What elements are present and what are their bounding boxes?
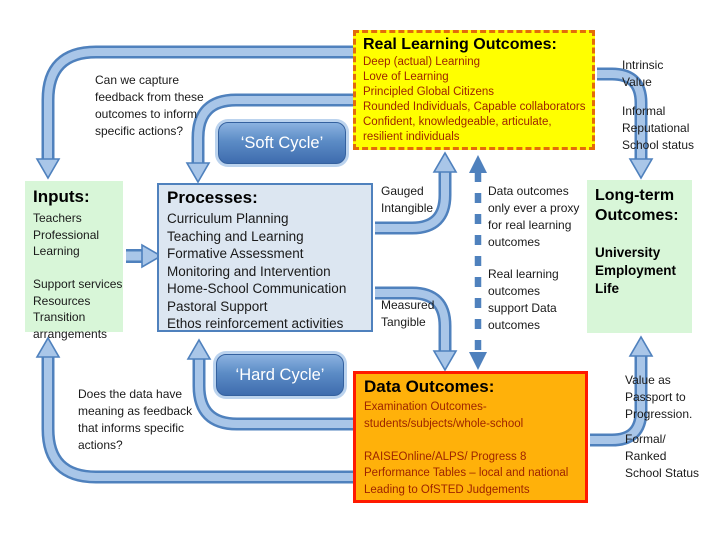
- text-line: for real learning: [488, 218, 572, 232]
- long-term-outcomes-title: Long-term Outcomes:: [595, 187, 679, 224]
- text-line: Learning: [33, 244, 80, 258]
- text-line: Principled Global Citizens: [363, 86, 495, 98]
- text-line: Transition: [33, 310, 86, 324]
- text-line: School Status: [625, 466, 700, 480]
- text-line: Can we capture: [95, 73, 180, 87]
- text-line: RAISEOnline/ALPS/ Progress 8: [364, 450, 527, 463]
- text-line: Examination Outcomes-: [364, 401, 487, 413]
- text-line: Leading to OfSTED Judgements: [364, 483, 530, 496]
- text-line: University: [595, 245, 661, 260]
- text-line: Ranked: [625, 449, 667, 463]
- text-line: [364, 432, 577, 449]
- data-outcomes-title: Data Outcomes:: [364, 377, 495, 396]
- text-line: Value: [622, 75, 652, 89]
- text-line: Measured: [381, 298, 435, 312]
- arrow-processes-to-data: [375, 286, 458, 372]
- text-line: support Data: [488, 301, 557, 315]
- text-line: arrangements: [33, 326, 108, 341]
- text-line: Curriculum Planning: [167, 211, 289, 226]
- text-line: outcomes to inform: [95, 107, 198, 121]
- real-learning-outcomes-title: Real Learning Outcomes:: [363, 36, 557, 53]
- annotation-data-meaning: Does the data have meaning as feedback tha…: [78, 386, 192, 454]
- data-outcomes-body: Examination Outcomes-students/subjects/w…: [364, 399, 577, 498]
- text-line: Does the data have: [78, 387, 183, 401]
- text-line: Employment: [595, 263, 677, 278]
- text-line: Resources: [33, 293, 91, 308]
- text-line: Teaching and Learning: [167, 228, 304, 244]
- text-line: meaning as feedback: [78, 404, 193, 418]
- text-line: students/subjects/whole-school: [364, 417, 524, 430]
- soft-cycle-label: ‘Soft Cycle’: [218, 122, 346, 164]
- text-line: Gauged: [381, 184, 424, 198]
- text-line: actions?: [78, 438, 123, 452]
- arrow-data-to-inputs: [35, 336, 356, 484]
- processes-title: Processes:: [167, 188, 258, 207]
- text-line: School status: [622, 138, 695, 152]
- text-line: Reputational: [622, 121, 690, 135]
- real-learning-outcomes-box: Real Learning Outcomes: Deep (actual) Le…: [353, 30, 595, 150]
- text-line: Real learning: [488, 267, 559, 281]
- text-line: Rounded Individuals, Capable collaborato…: [363, 101, 586, 113]
- text-line: Home-School Communication: [167, 281, 347, 296]
- text-line: Intrinsic: [622, 58, 664, 72]
- hard-cycle-label: ‘Hard Cycle’: [216, 354, 344, 396]
- text-line: Passport to: [625, 390, 686, 404]
- text-line: Data outcomes: [488, 184, 569, 198]
- text-line: Informal: [622, 104, 666, 118]
- text-line: Deep (actual) Learning: [363, 56, 480, 68]
- arrow-data-to-longterm: [590, 335, 654, 447]
- text-line: specific actions?: [95, 124, 184, 138]
- text-line: Confident, knowledgeable, articulate,: [363, 116, 552, 128]
- annotation-value-passport: Value as Passport to Progression.: [625, 372, 692, 423]
- text-line: outcomes: [488, 235, 541, 249]
- text-line: resilient individuals: [363, 131, 460, 143]
- text-line: Progression.: [625, 407, 693, 421]
- arrow-processes-to-outcomes: [375, 151, 458, 235]
- text-line: Value as: [625, 373, 671, 387]
- arrow-inputs-to-processes: [126, 243, 163, 269]
- text-line: Intangible: [381, 201, 434, 215]
- annotation-data-proxy: Data outcomes only ever a proxy for real l…: [488, 183, 579, 251]
- data-outcomes-box: Data Outcomes: Examination Outcomes-stud…: [353, 371, 588, 503]
- arrow-outcomes-to-longterm: [597, 67, 654, 180]
- text-line: Love of Learning: [363, 71, 449, 83]
- text-line: Formative Assessment: [167, 246, 304, 261]
- text-line: feedback from these: [95, 90, 204, 104]
- text-line: that informs specific: [78, 421, 185, 435]
- text-line: Teachers: [33, 211, 82, 225]
- inputs-title: Inputs:: [33, 187, 90, 206]
- text-line: [33, 260, 123, 277]
- text-line: outcomes: [488, 284, 541, 298]
- text-line: Support services: [33, 277, 123, 291]
- annotation-capture-feedback: Can we capture feedback from these outcome…: [95, 72, 204, 140]
- text-line: only ever a proxy: [488, 201, 580, 215]
- arrow-outcomes-to-processes: [185, 93, 356, 184]
- text-line: Formal/: [625, 432, 666, 446]
- text-line: Tangible: [381, 315, 426, 329]
- text-line: Pastoral Support: [167, 298, 268, 314]
- text-line: Life: [595, 281, 620, 296]
- arrow-dashed-data-outcomes-link: [469, 155, 487, 370]
- text-line: outcomes: [488, 318, 541, 332]
- text-line: Performance Tables – local and national: [364, 467, 569, 479]
- arrow-data-to-processes: [186, 338, 356, 431]
- annotation-real-supports-data: Real learning outcomes support Data outcome…: [488, 266, 559, 334]
- text-line: Monitoring and Intervention: [167, 263, 331, 279]
- arrow-outcomes-to-inputs: [35, 45, 356, 180]
- text-line: Professional: [33, 227, 100, 242]
- text-line: Ethos reinforcement activities: [167, 316, 344, 331]
